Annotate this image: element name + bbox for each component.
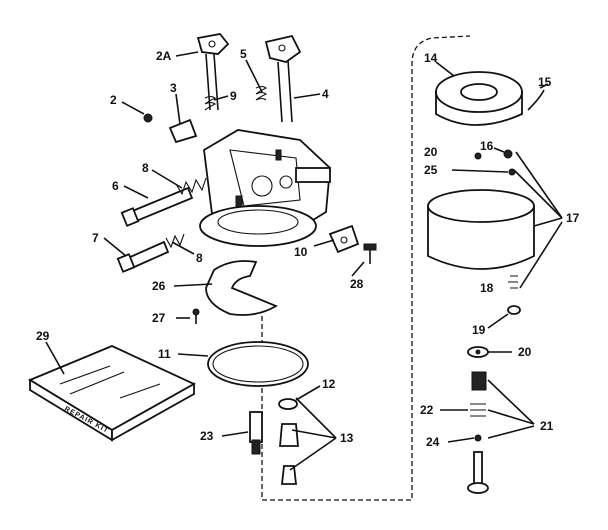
- callout-5: 5: [240, 47, 247, 61]
- callout-labels: 2A 5 4 2 3 9 8 6 7 8 10 28 26 27 29 11 1…: [36, 47, 580, 449]
- part-screw-2: [143, 113, 153, 123]
- callout-9: 9: [230, 89, 237, 103]
- callout-8-lower: 8: [196, 251, 203, 265]
- assembly-dashed-path: [261, 35, 471, 501]
- callout-17: 17: [566, 211, 580, 225]
- part-plate-3: [168, 118, 198, 144]
- callout-4: 4: [322, 87, 329, 101]
- callout-15: 15: [538, 75, 552, 89]
- callout-29: 29: [36, 329, 50, 343]
- callout-7: 7: [92, 231, 99, 245]
- callout-11: 11: [158, 347, 171, 361]
- part-screw-28: [363, 243, 377, 264]
- callout-13: 13: [340, 431, 354, 445]
- callout-20-upper: 20: [424, 145, 438, 159]
- part-screw-16: [503, 149, 513, 159]
- part-spring-8-lower: [165, 233, 185, 249]
- part-washer-20a: [474, 152, 482, 160]
- part-spring-18: [508, 275, 518, 289]
- callout-25: 25: [424, 163, 438, 177]
- part-fuel-bowl-17: [427, 189, 535, 270]
- part-float-26: [205, 260, 279, 316]
- callout-3: 3: [170, 81, 177, 95]
- part-spring-9: [204, 95, 217, 111]
- callout-18: 18: [480, 281, 494, 295]
- callout-2a: 2A: [156, 49, 172, 63]
- part-primer-bulb-14: [435, 71, 523, 126]
- part-choke-bracket: [264, 34, 302, 123]
- callout-27: 27: [152, 311, 166, 325]
- part-gasket-11: [207, 341, 309, 387]
- callout-20-lower: 20: [518, 345, 532, 359]
- part-spring-5: [255, 85, 268, 101]
- part-needle-23: [249, 411, 263, 455]
- part-main-screw-7: [116, 240, 170, 273]
- callout-6: 6: [112, 179, 119, 193]
- part-bowl-nut-21: [467, 371, 489, 494]
- part-idle-screw-6: [120, 186, 194, 227]
- callout-22: 22: [420, 403, 434, 417]
- part-repair-kit-box: REPAIR KIT: [28, 345, 196, 442]
- callout-2: 2: [110, 93, 117, 107]
- part-nut-25: [508, 168, 516, 176]
- callout-23: 23: [200, 429, 214, 443]
- callout-14: 14: [424, 51, 438, 65]
- callout-10: 10: [294, 245, 308, 259]
- callout-26: 26: [152, 279, 166, 293]
- callout-8-upper: 8: [142, 161, 149, 175]
- part-plate-10: [328, 224, 360, 254]
- part-washer-12: [278, 398, 298, 410]
- callout-16: 16: [480, 139, 494, 153]
- part-wire-15: [527, 89, 545, 111]
- callout-12: 12: [322, 377, 336, 391]
- callout-19: 19: [472, 323, 486, 337]
- callout-28: 28: [350, 277, 364, 291]
- part-bowl-flange: [199, 205, 317, 247]
- callout-24: 24: [426, 435, 440, 449]
- part-spring-8-upper: [175, 177, 207, 196]
- callout-21: 21: [540, 419, 554, 433]
- leader-lines: [45, 51, 563, 471]
- part-seat-19: [507, 305, 521, 315]
- part-fitting-13: [279, 423, 299, 485]
